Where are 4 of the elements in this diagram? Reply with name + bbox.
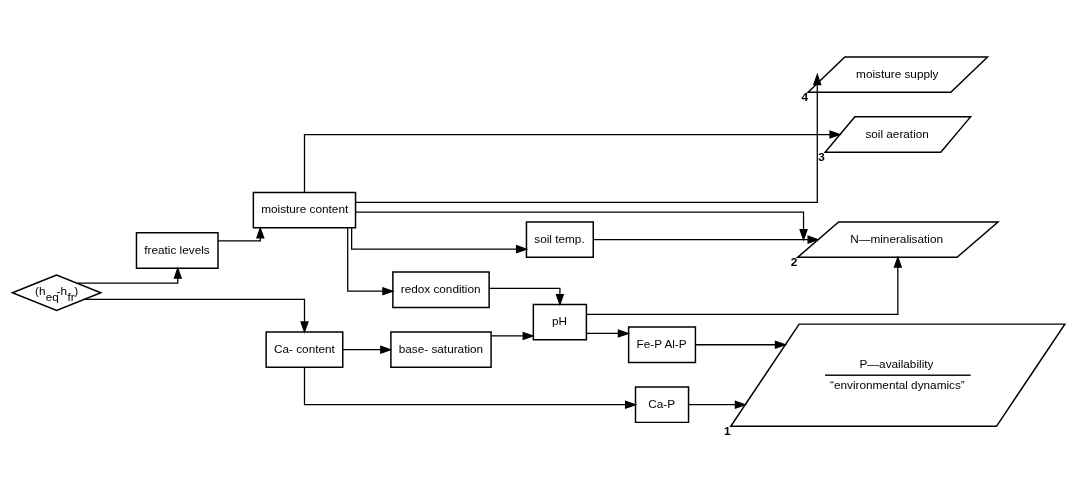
- node-label: 2: [790, 254, 798, 268]
- node-label: 4: [801, 89, 808, 103]
- node-label: 1: [723, 423, 731, 437]
- node-label: 3: [818, 149, 825, 163]
